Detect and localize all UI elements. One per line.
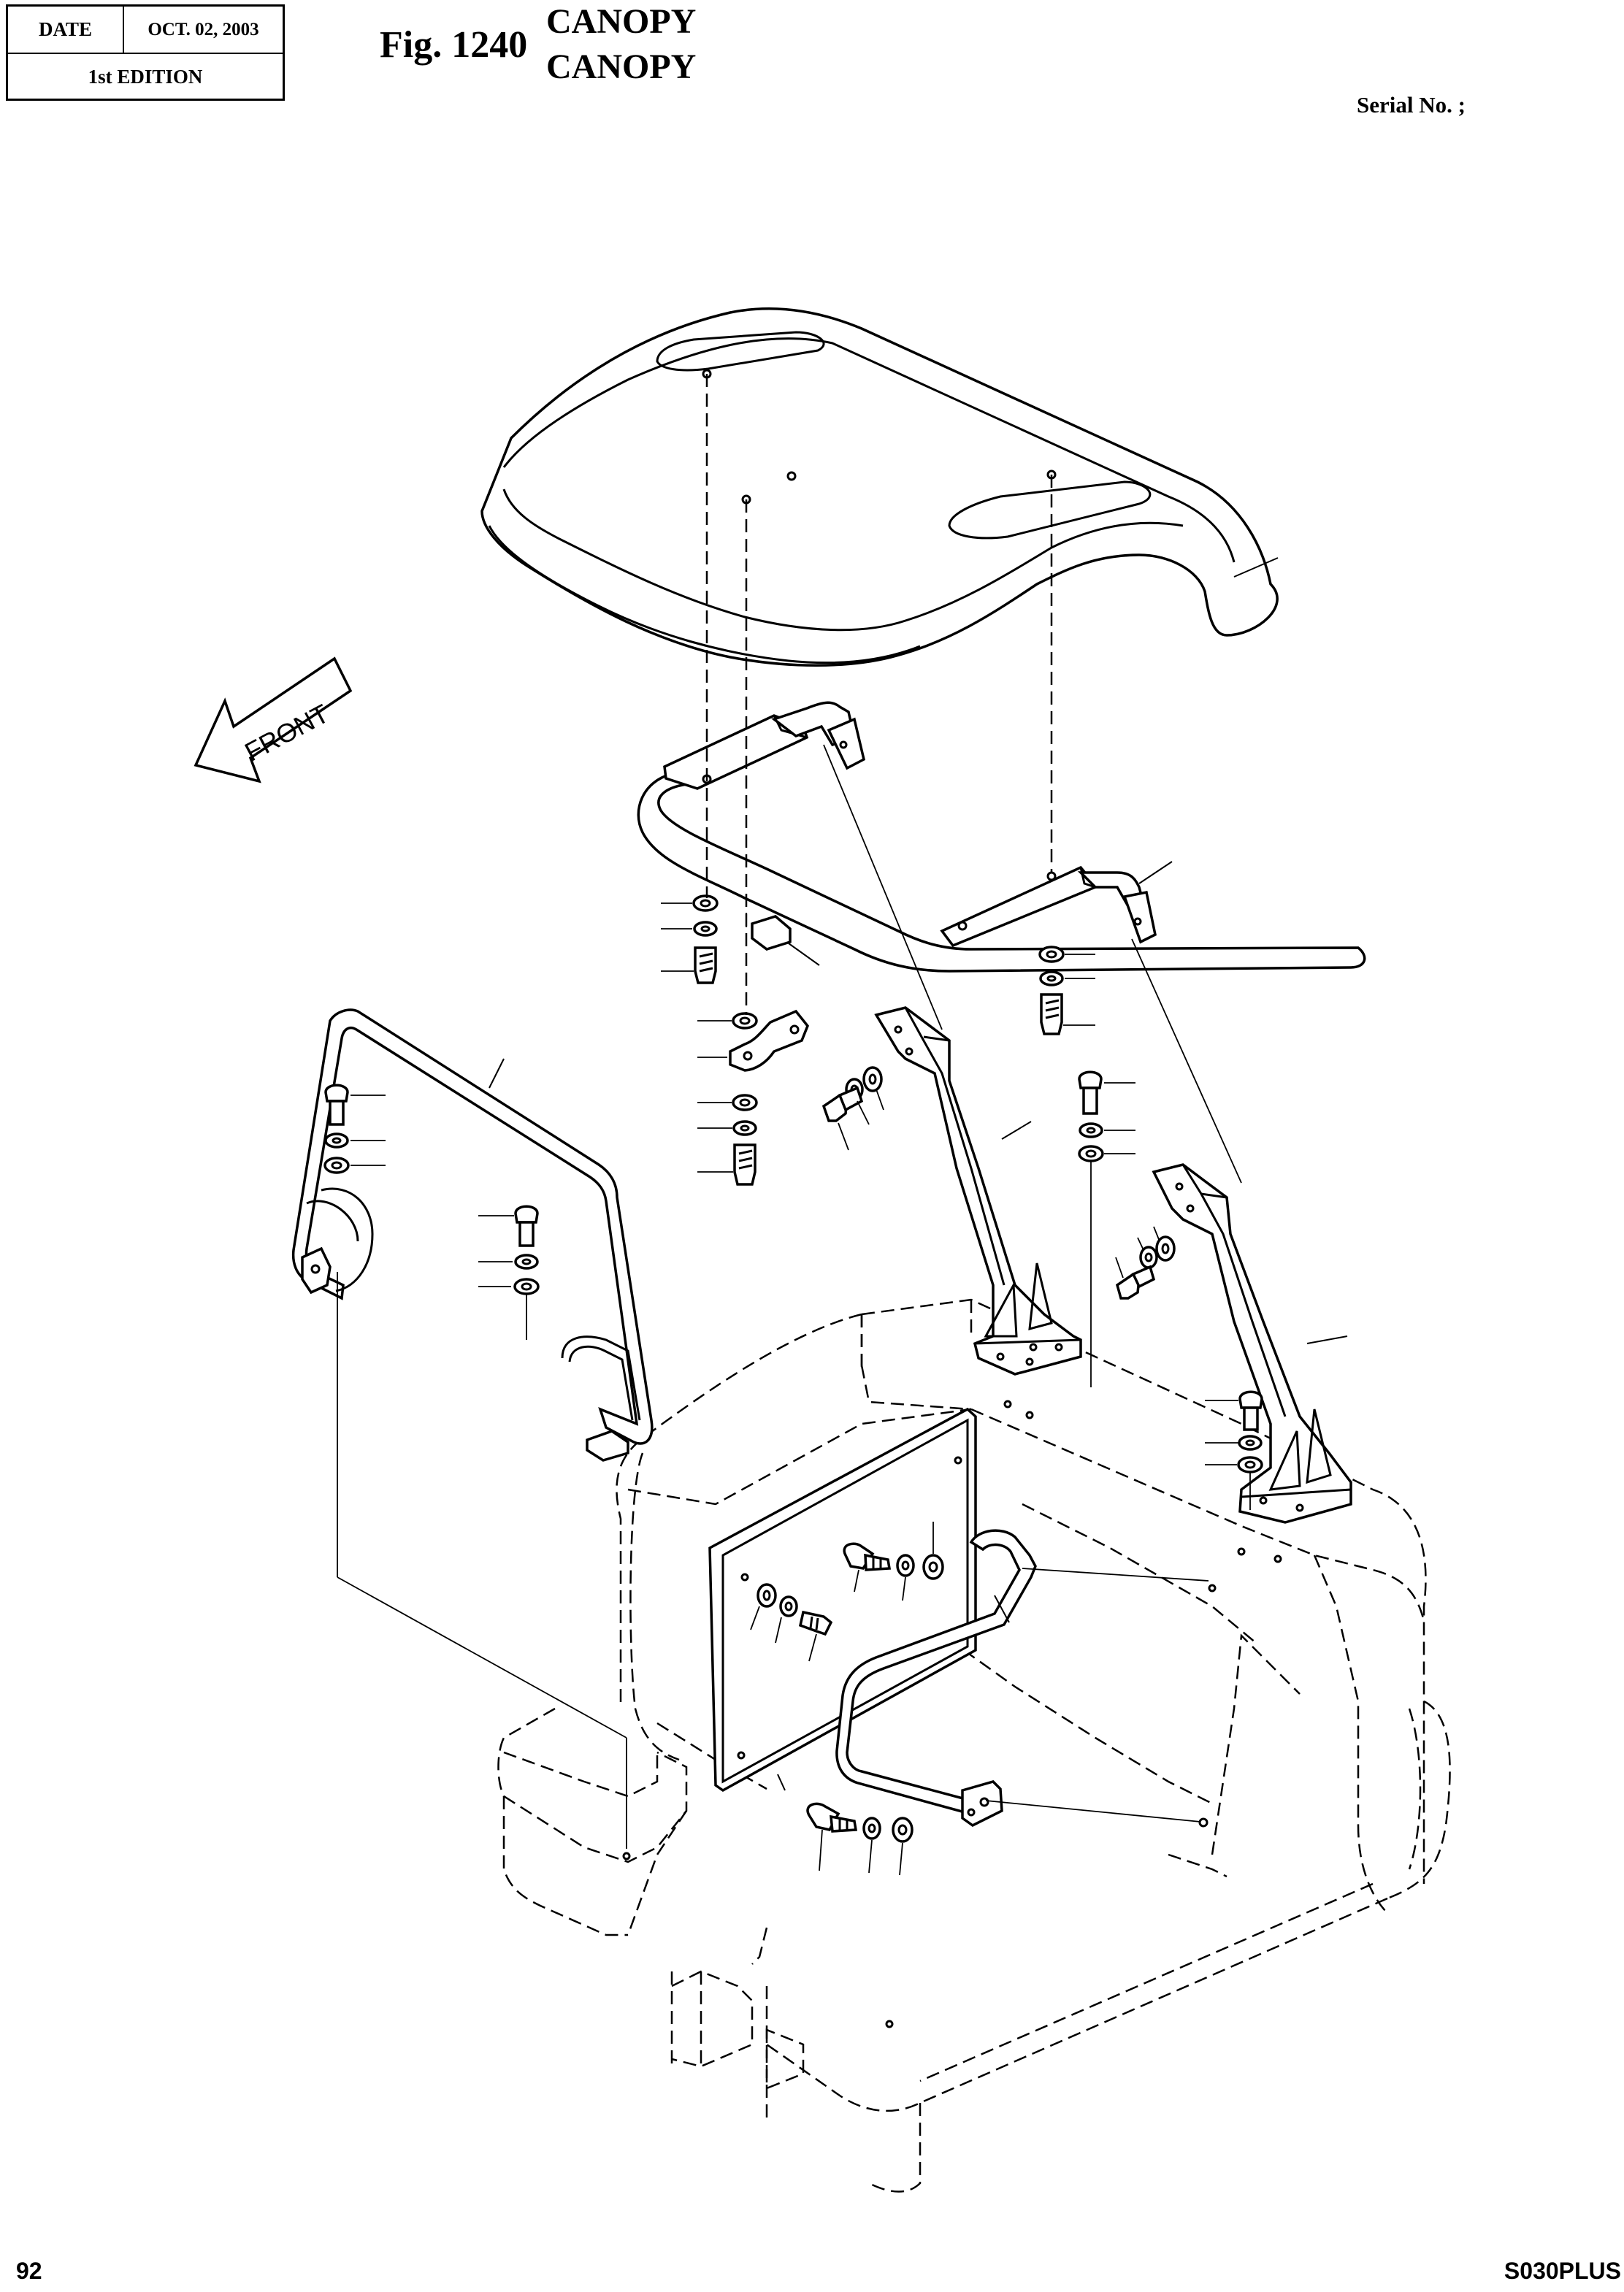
front-direction-arrow: FRONT	[194, 656, 353, 783]
date-row: DATE OCT. 02, 2003	[8, 7, 283, 54]
hardware-set-left	[661, 894, 810, 1186]
date-label: DATE	[8, 7, 124, 53]
hardware-set-right	[1038, 946, 1135, 1162]
machine-body-outline	[497, 1298, 1451, 2193]
cover-plate	[708, 1407, 977, 1793]
grab-handle	[806, 1529, 1037, 1876]
edition-label: 1st EDITION	[88, 65, 203, 88]
date-value: OCT. 02, 2003	[148, 19, 259, 39]
page-number: 92	[16, 2258, 42, 2284]
pillar-front	[821, 1006, 1082, 1376]
figure-number: Fig. 1240	[380, 24, 528, 66]
pillar-rear	[1115, 1163, 1352, 1524]
serial-number-label: Serial No. ;	[1357, 92, 1466, 118]
assembly-center-lines	[337, 374, 1251, 1860]
model-name: S030PLUS	[1504, 2258, 1621, 2284]
page-title-primary: CANOPY	[546, 2, 697, 41]
canopy-roof	[480, 307, 1279, 667]
page-title-secondary: CANOPY	[546, 47, 697, 86]
side-guard-rail	[291, 1008, 654, 1462]
date-box: DATE OCT. 02, 2003 1st EDITION	[6, 4, 285, 101]
upper-tube-frame	[637, 701, 1366, 973]
